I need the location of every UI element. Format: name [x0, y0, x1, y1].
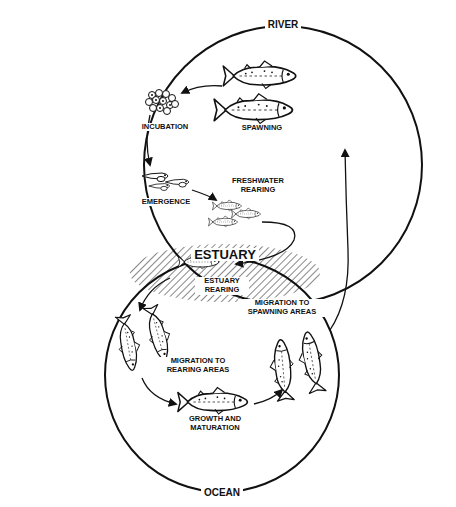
stage-label: ESTUARY REARING [195, 277, 249, 294]
region-label: RIVER [265, 20, 302, 30]
stage-label: SPAWNING [226, 124, 298, 133]
region-label: OCEAN [201, 488, 243, 498]
region-label: ESTUARY [191, 248, 259, 261]
stage-label: INCUBATION [129, 123, 201, 132]
stage-label: MIGRATION TO SPAWNING AREAS [238, 299, 326, 316]
stage-label: EMERGENCE [130, 198, 202, 207]
stage-label: FRESHWATER REARING [225, 177, 291, 194]
stage-label: GROWTH AND MATURATION [176, 415, 254, 432]
stage-label: MIGRATION TO REARING AREAS [156, 357, 240, 374]
